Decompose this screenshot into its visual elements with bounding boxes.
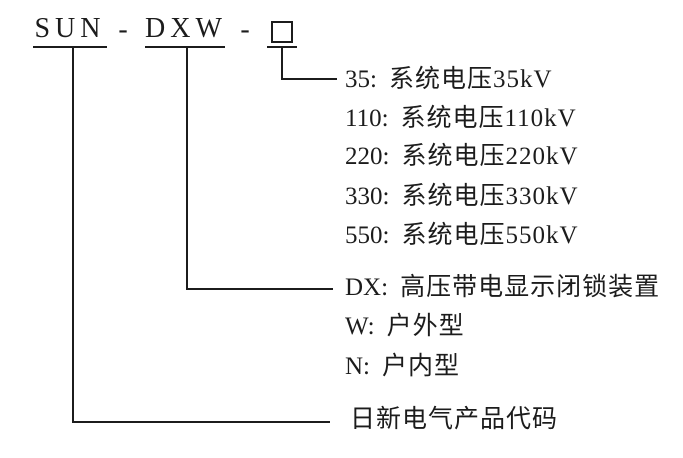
model-code-prefix: SUN	[33, 14, 107, 48]
connector-hline-sun	[72, 421, 330, 423]
legend-row-desc: 户内型	[382, 353, 461, 380]
legend-row-code: 550:	[345, 222, 390, 249]
legend-row-voltage-35: 35: 系统电压35kV	[345, 65, 553, 95]
legend-row-desc: 系统电压550kV	[401, 222, 579, 249]
legend-row-indoor: N: 户内型	[345, 352, 460, 382]
legend-row-desc: 系统电压220kV	[401, 143, 579, 170]
model-code-separator-2: -	[240, 14, 250, 45]
legend-row-voltage-220: 220: 系统电压220kV	[345, 142, 579, 172]
legend-row-code: 220:	[345, 143, 390, 170]
legend-row-outdoor: W: 户外型	[345, 312, 465, 342]
legend-row-desc: 户外型	[386, 313, 465, 340]
legend-row-code: DX:	[345, 274, 389, 301]
legend-row-desc: 系统电压35kV	[388, 66, 553, 93]
legend-row-voltage-550: 550: 系统电压550kV	[345, 221, 579, 251]
legend-row-voltage-330: 330: 系统电压330kV	[345, 182, 579, 212]
legend-row-code: 330:	[345, 183, 390, 210]
legend-row-dx: DX: 高压带电显示闭锁装置	[345, 273, 660, 303]
legend-row-desc: 日新电气产品代码	[350, 406, 559, 433]
legend-row-desc: 系统电压110kV	[400, 105, 577, 132]
legend-row-desc: 系统电压330kV	[401, 183, 579, 210]
model-code-separator-1: -	[118, 14, 128, 45]
legend-row-manufacturer-code: 日新电气产品代码	[350, 405, 558, 435]
legend-row-code: N:	[345, 353, 370, 380]
legend-row-code: W:	[345, 313, 375, 340]
connector-hline-voltage	[281, 78, 337, 80]
legend-row-code: 35:	[345, 66, 377, 93]
connector-vline-sun	[72, 48, 74, 423]
model-code-middle: DXW	[145, 14, 225, 48]
placeholder-box-icon	[271, 21, 293, 43]
legend-row-desc: 高压带电显示闭锁装置	[400, 274, 661, 301]
connector-hline-dxw	[186, 288, 333, 290]
legend-row-voltage-110: 110: 系统电压110kV	[345, 104, 577, 134]
model-code-placeholder-segment	[267, 14, 297, 48]
connector-vline-dxw	[186, 48, 188, 290]
connector-vline-voltage	[281, 48, 283, 80]
legend-row-code: 110:	[345, 105, 389, 132]
